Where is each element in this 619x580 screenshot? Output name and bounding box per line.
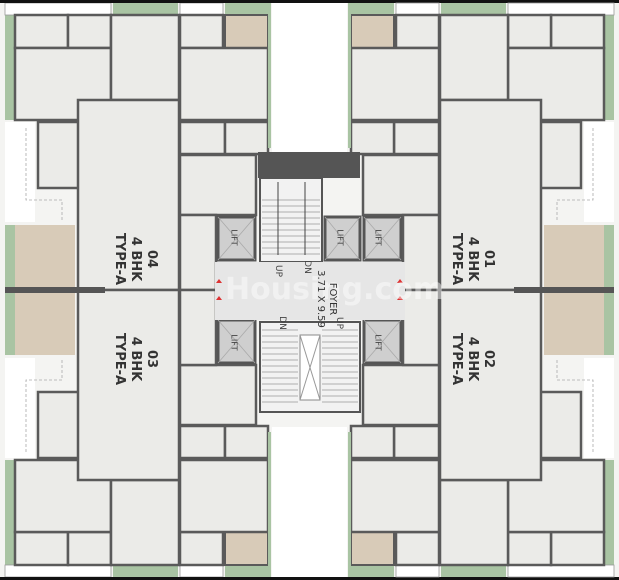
unit-config: 4 BHK [465, 236, 480, 282]
stair-down-label: DN [276, 316, 287, 330]
unit-type: TYPE-A [449, 332, 464, 386]
unit-type: TYPE-A [112, 332, 127, 386]
unit-01-label: 01 4 BHK TYPE-A [448, 219, 496, 299]
lift-label: LIFT [373, 229, 383, 246]
lift-label: LIFT [229, 229, 239, 246]
unit-number: 02 [481, 349, 496, 369]
top-staircase [259, 177, 323, 263]
unit-number: 03 [144, 349, 159, 369]
foyer-dimensions: 3.71 X 9.59 [315, 270, 326, 328]
foyer-label: FOYER 3.71 X 9.59 [314, 269, 338, 329]
stair-treads [262, 199, 320, 255]
watermark: Housing.com [225, 272, 445, 307]
unit-number: 01 [481, 249, 496, 269]
unit-config: 4 BHK [128, 336, 143, 382]
unit-type: TYPE-A [449, 232, 464, 286]
unit-number: 04 [144, 249, 159, 269]
foyer-name: FOYER [327, 282, 338, 316]
unit-03-label: 03 4 BHK TYPE-A [111, 319, 159, 399]
unit-04-label: 04 4 BHK TYPE-A [111, 219, 159, 299]
stair-up-label: UP [273, 264, 284, 278]
stair-down-label: DN [301, 260, 312, 274]
foyer [215, 262, 405, 320]
core-wall [258, 152, 360, 178]
lift-label: LIFT [335, 229, 345, 246]
unit-config: 4 BHK [128, 236, 143, 282]
unit-config: 4 BHK [465, 336, 480, 382]
lift-label: LIFT [229, 334, 239, 351]
unit-type: TYPE-A [112, 232, 127, 286]
unit-02-label: 02 4 BHK TYPE-A [448, 319, 496, 399]
stair-treads [262, 329, 358, 403]
lift-label: LIFT [373, 334, 383, 351]
